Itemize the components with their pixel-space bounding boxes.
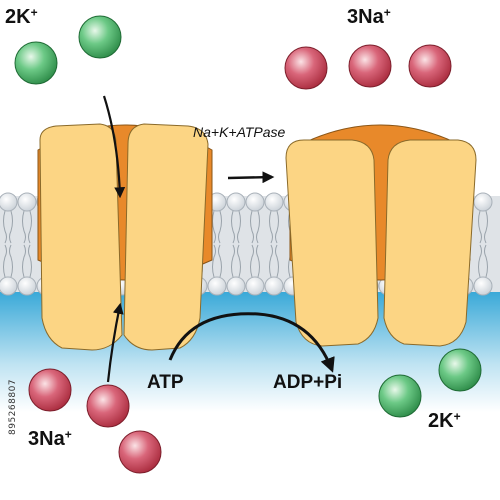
lipid-tail — [275, 210, 279, 244]
sodium-ion — [348, 44, 392, 88]
pump-right-subunit-a — [285, 139, 379, 347]
lipid-tail — [3, 210, 7, 244]
lipid-tail — [22, 210, 26, 244]
arrow-atp-hydrolysis — [168, 312, 335, 373]
lipid-tail — [237, 244, 241, 278]
label-potassium-inside: 2K+ — [428, 409, 461, 432]
lipid-tail — [484, 210, 488, 244]
label-atp: ATP — [147, 372, 184, 393]
lipid-head — [226, 192, 246, 212]
lipid-tail — [28, 210, 32, 244]
lipid-tail — [22, 244, 26, 278]
label-potassium-outside: 2K+ — [5, 5, 38, 28]
lipid-head — [207, 276, 227, 296]
pump-left-subunit-a — [39, 123, 123, 351]
potassium-ion — [438, 348, 482, 392]
lipid-head — [245, 276, 265, 296]
sodium-ion — [28, 368, 72, 412]
pump-right — [285, 124, 477, 347]
potassium-ion — [78, 15, 122, 59]
lipid-tail — [478, 210, 482, 244]
lipid-tail — [275, 244, 279, 278]
lipid-head — [226, 276, 246, 296]
sodium-ion — [408, 44, 452, 88]
lipid-head — [0, 276, 18, 296]
lipid-tail — [484, 244, 488, 278]
arrow-na-exiting — [106, 302, 124, 383]
lipid-tail — [28, 244, 32, 278]
potassium-ion — [14, 41, 58, 85]
lipid-tail — [250, 244, 254, 278]
pump-right-subunit-b — [383, 139, 477, 347]
lipid-tail — [212, 210, 216, 244]
lipid-head — [473, 276, 493, 296]
label-sodium-outside: 3Na+ — [347, 5, 391, 28]
lipid-head — [17, 192, 37, 212]
potassium-ion — [378, 374, 422, 418]
lipid-head — [473, 192, 493, 212]
lipid-head — [17, 276, 37, 296]
lipid-tail — [250, 210, 254, 244]
lipid-tail — [231, 244, 235, 278]
stock-id-text: 895268807 — [8, 378, 18, 435]
sodium-ion — [118, 430, 162, 474]
lipid-tail — [218, 210, 222, 244]
label-adp-pi: ADP+Pi — [273, 372, 343, 393]
pump-left-subunit-b — [123, 123, 209, 351]
lipid-head — [264, 192, 284, 212]
lipid-tail — [212, 244, 216, 278]
lipid-tail — [9, 244, 13, 278]
sodium-ion — [86, 384, 130, 428]
pump-left — [37, 123, 213, 351]
lipid-tail — [231, 210, 235, 244]
label-sodium-inside: 3Na+ — [28, 427, 72, 450]
lipid-tail — [3, 244, 7, 278]
sodium-ion — [284, 46, 328, 90]
lipid-tail — [218, 244, 222, 278]
lipid-tail — [269, 244, 273, 278]
lipid-tail — [256, 210, 260, 244]
lipid-tail — [256, 244, 260, 278]
lipid-tail — [9, 210, 13, 244]
label-enzyme: Na+K+ATPase — [193, 124, 286, 140]
lipid-head — [0, 192, 18, 212]
lipid-tail — [269, 210, 273, 244]
arrow-conformation-change — [227, 171, 275, 184]
lipid-tail — [478, 244, 482, 278]
arrow-k-entering — [102, 95, 126, 199]
lipid-head — [264, 276, 284, 296]
lipid-head — [245, 192, 265, 212]
lipid-tail — [237, 210, 241, 244]
